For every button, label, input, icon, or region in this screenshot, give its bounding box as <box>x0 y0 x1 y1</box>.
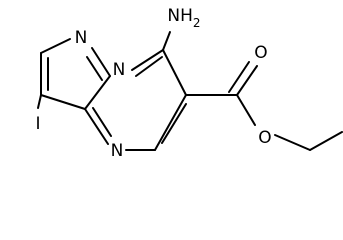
nitrogen-pyrimidine-label: N <box>111 141 124 161</box>
bond-carbonyl-c-ester-o <box>236 94 256 126</box>
bond-c7-nh2 <box>162 31 171 51</box>
bond-c6-c7 <box>162 49 187 96</box>
bonds <box>37 31 343 151</box>
bond-c3-c3a <box>40 94 86 110</box>
bond-n7a-n1 <box>91 47 111 77</box>
bond-ch2-ch3 <box>309 131 343 151</box>
atom-labels: NH2 N N N I O O <box>35 6 271 161</box>
bond-n7a-n1-double <box>86 56 103 81</box>
bond-c3a-n4 <box>84 108 109 145</box>
bond-carbonyl-c-o-double <box>228 61 250 93</box>
ester-oxygen-label: O <box>258 128 271 148</box>
bond-c3a-n4-double <box>92 107 112 137</box>
carbonyl-oxygen-label: O <box>254 43 267 63</box>
bond-c7-n8-double <box>135 56 163 77</box>
chemical-structure-diagram: NH2 N N N I O O <box>35 6 343 161</box>
bond-carbonyl-c-o <box>236 65 258 96</box>
bond-ester-o-ch2 <box>274 134 311 151</box>
bond-c7-n8 <box>131 49 164 71</box>
bond-c5-c6 <box>154 94 187 151</box>
bond-n1-c2 <box>40 38 71 54</box>
bond-c3-i <box>37 94 42 109</box>
bond-c5-c6-double <box>161 103 187 144</box>
iodine-label: I <box>35 114 40 134</box>
nitrogen-bridge-label: N <box>113 60 126 80</box>
amino-label: NH2 <box>167 6 200 30</box>
bond-c3a-n7a <box>84 75 111 110</box>
nitrogen-pyrazole-label: N <box>75 28 88 48</box>
